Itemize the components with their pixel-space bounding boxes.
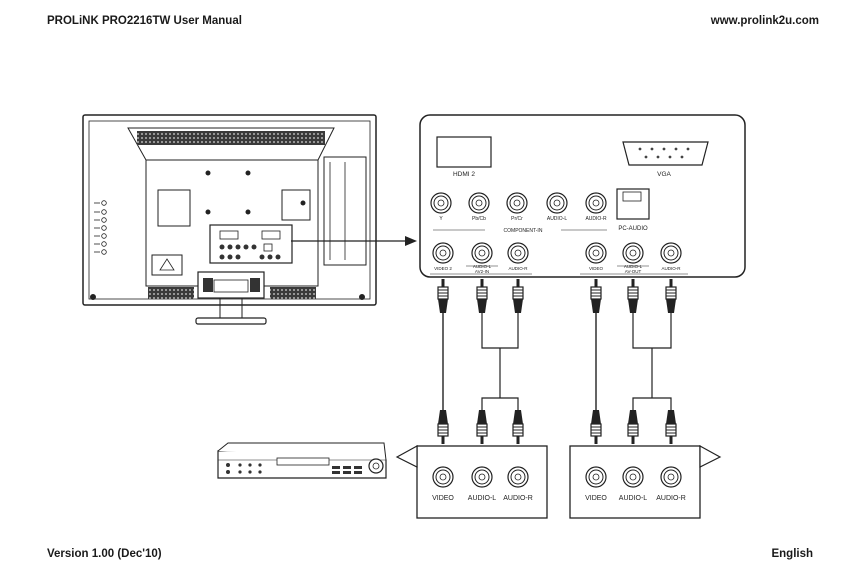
av-out-cable (591, 279, 676, 444)
output-device-jack-label-0: VIDEO (585, 495, 607, 502)
av-in-jack-1 (472, 243, 492, 263)
av-out-cable-top-plug-0 (591, 279, 601, 313)
av-in-cable-top-plug-2 (513, 279, 523, 313)
av-out-jack-0 (586, 243, 606, 263)
av-in-label: AV2-IN (475, 269, 489, 274)
jack-label-audio-r: AUDIO-R (585, 216, 607, 222)
component-jack-0 (431, 193, 451, 213)
source-device-jack-label-1: AUDIO-L (468, 495, 497, 502)
dvd-player (218, 443, 386, 478)
av-in-cable-bottom-plug-1 (477, 410, 487, 444)
jack-label-audio-l: AUDIO-L (547, 216, 568, 222)
source-device-jack-label-2: AUDIO-R (503, 495, 533, 502)
av-out-jack-1 (623, 243, 643, 263)
av-out-cable-bottom-plug-2 (666, 410, 676, 444)
output-device-jack-2 (661, 467, 681, 487)
component-jack-2 (507, 193, 527, 213)
av-in-jack-2 (508, 243, 528, 263)
output-device-jack-label-1: AUDIO-L (619, 495, 648, 502)
source-device-jack-1 (472, 467, 492, 487)
component-in-label: COMPONENT-IN (504, 228, 543, 234)
av-out-jack-2 (661, 243, 681, 263)
jack-label-av-out-video: VIDEO (589, 266, 604, 271)
top-vent (137, 131, 325, 145)
av-out-label: AV-OUT (625, 269, 642, 274)
vga-port (623, 142, 708, 165)
source-device-jack-label-0: VIDEO (432, 495, 454, 502)
source-device-jack-2 (508, 467, 528, 487)
jack-label-prcr: Pr/Cr (511, 216, 523, 222)
output-device-jack-1 (623, 467, 643, 487)
jack-label-av-in-audio-r: AUDIO-R (509, 266, 529, 271)
source-device-jack-0 (433, 467, 453, 487)
av-out-cable-bottom-plug-1 (628, 410, 638, 444)
vga-label: VGA (657, 171, 671, 178)
output-device-jack-0 (586, 467, 606, 487)
av-in-cable-top-plug-0 (438, 279, 448, 313)
av-in-cable-bottom-plug-2 (513, 410, 523, 444)
av-in-cable-top-plug-1 (477, 279, 487, 313)
pc-audio-label: PC-AUDIO (618, 226, 648, 232)
enlarged-panel: HDMI 2 VGA PC-AUDIO Y Pb/Cb Pr/Cr AUDIO-… (420, 115, 745, 277)
component-jack-1 (469, 193, 489, 213)
tv-stand-base (196, 318, 266, 324)
hdmi-port (437, 137, 491, 167)
jack-label-video2: VIDEO 2 (434, 266, 452, 271)
av-out-cable-top-plug-1 (628, 279, 638, 313)
output-device-jack-label-2: AUDIO-R (656, 495, 686, 502)
av-in-cable (438, 279, 523, 444)
av-out-cable-top-plug-2 (666, 279, 676, 313)
jack-label-av-out-audio-r: AUDIO-R (662, 266, 682, 271)
av-in-jack-0 (433, 243, 453, 263)
av-out-cable-bottom-plug-0 (591, 410, 601, 444)
component-jack-4 (586, 193, 606, 213)
av-in-cable-bottom-plug-0 (438, 410, 448, 444)
jack-label-pbcb: Pb/Cb (472, 216, 486, 222)
component-jack-3 (547, 193, 567, 213)
tv-rear-view (83, 115, 376, 324)
hdmi-label: HDMI 2 (453, 171, 475, 178)
